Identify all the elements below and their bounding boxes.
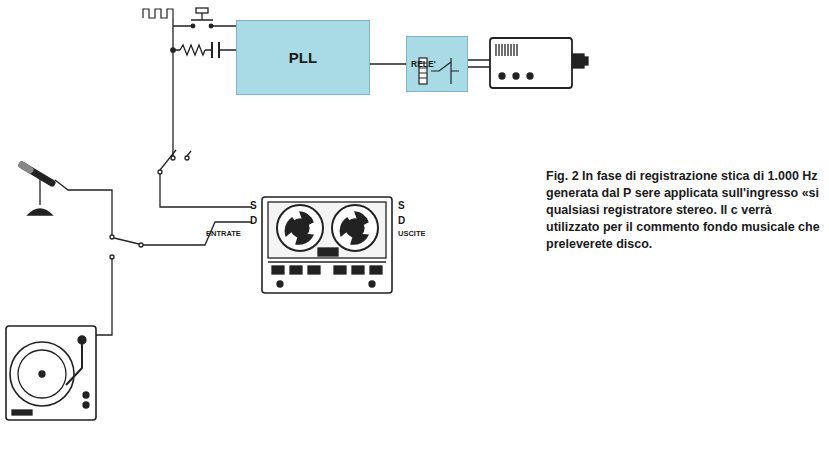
connector xyxy=(370,64,406,65)
input-label: ENTRATE xyxy=(206,229,241,238)
wire xyxy=(172,18,173,150)
turntable-cable xyxy=(92,259,112,335)
square-wave-symbol xyxy=(143,9,173,18)
capacitor-symbol xyxy=(212,42,219,58)
box-label: PLL xyxy=(289,49,317,66)
microphone-cable xyxy=(55,180,112,235)
input-channel: D xyxy=(250,215,257,226)
connector-line xyxy=(370,63,406,64)
wire xyxy=(143,222,252,245)
output-channel: S xyxy=(398,200,405,211)
junction-dot xyxy=(171,48,175,52)
push-button xyxy=(191,8,213,28)
output-channel: D xyxy=(398,215,405,226)
microphone xyxy=(22,165,52,215)
relay-box: RELE' xyxy=(406,36,468,92)
switch-symbol xyxy=(158,150,191,174)
input-channel: S xyxy=(250,200,257,211)
tape-recorder xyxy=(262,197,392,293)
resistor-symbol xyxy=(180,45,205,55)
wire xyxy=(173,25,236,26)
wire xyxy=(468,60,490,67)
box-label: RELE' xyxy=(411,59,436,69)
caption: Fig. 2 In fase di registrazione stica di… xyxy=(546,168,822,253)
turntable xyxy=(6,326,96,420)
pll-box: PLL xyxy=(236,20,370,95)
switch-symbol xyxy=(110,235,143,259)
slide-projector xyxy=(490,38,588,88)
wire xyxy=(160,174,252,207)
output-label: USCITE xyxy=(398,229,426,238)
